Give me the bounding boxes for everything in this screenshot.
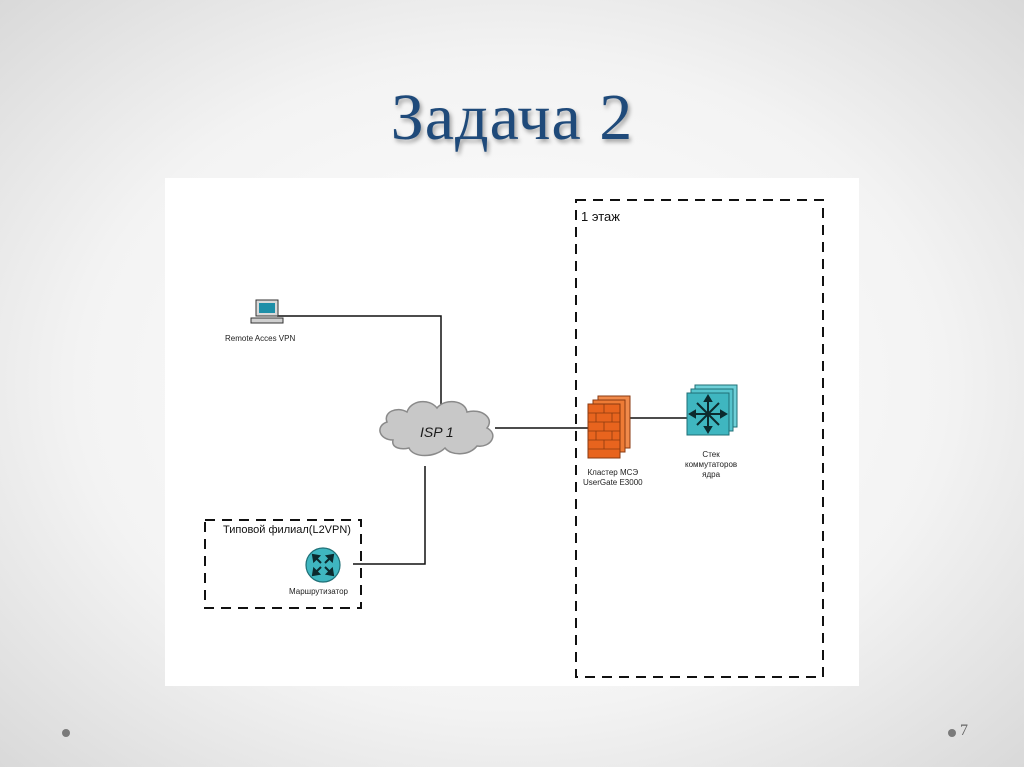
slide-title: Задача 2 bbox=[390, 81, 634, 154]
page-number: 7 bbox=[960, 722, 968, 739]
cloud-icon bbox=[379, 400, 494, 457]
computer-icon bbox=[250, 299, 284, 324]
switch-label-line-2: коммутаторов bbox=[685, 460, 738, 469]
switch-stack-label: Стек коммутаторов ядра bbox=[685, 450, 737, 480]
network-diagram: 1 этаж Типовой филиал(L2VPN) Remote Acce… bbox=[165, 178, 859, 686]
remote-access-label: Remote Acces VPN bbox=[225, 334, 296, 343]
branch-label: Типовой филиал(L2VPN) bbox=[223, 524, 351, 536]
link-remote-isp bbox=[277, 315, 442, 411]
router-icon bbox=[305, 547, 341, 583]
floor-1-zone bbox=[575, 199, 824, 678]
floor-1-label: 1 этаж bbox=[581, 209, 620, 224]
link-isp-router bbox=[353, 466, 426, 565]
isp-label: ISP 1 bbox=[420, 424, 454, 440]
switch-label-line-1: Стек bbox=[702, 450, 720, 459]
router-label: Маршрутизатор bbox=[289, 587, 348, 596]
switch-label-line-3: ядра bbox=[702, 470, 721, 479]
firewall-cluster-label: Кластер МСЭ UserGate E3000 bbox=[583, 468, 643, 488]
firewall-label-line-1: Кластер МСЭ bbox=[587, 468, 639, 477]
left-bullet bbox=[62, 729, 70, 737]
firewall-label-line-2: UserGate E3000 bbox=[583, 478, 643, 487]
firewall-icon bbox=[587, 395, 631, 459]
switch-stack-icon bbox=[686, 384, 738, 436]
branch-zone bbox=[204, 519, 362, 609]
right-bullet bbox=[948, 729, 956, 737]
